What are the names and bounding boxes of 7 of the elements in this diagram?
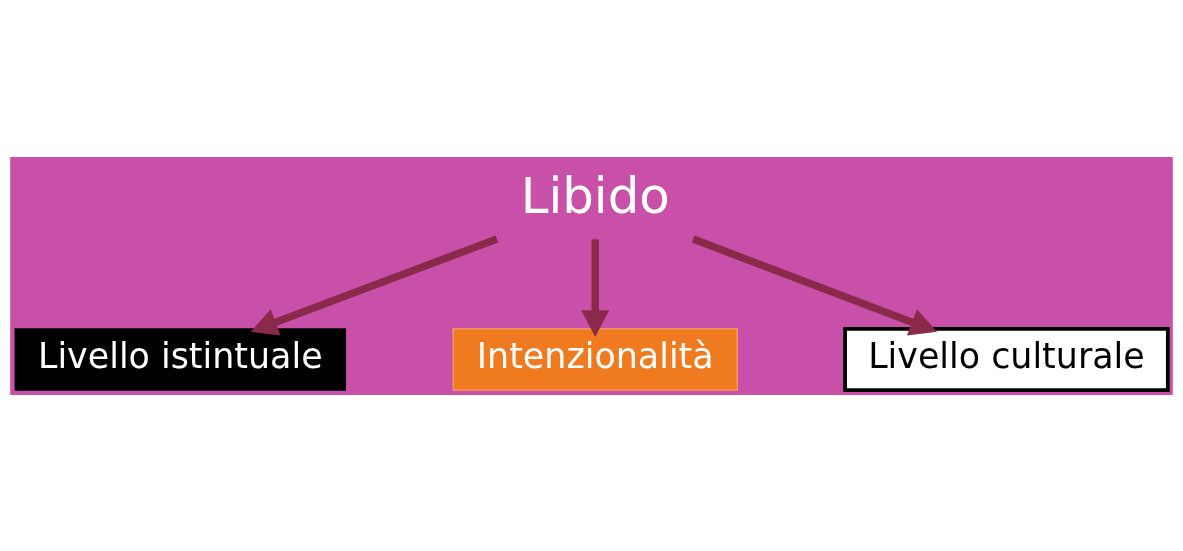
arrow xyxy=(691,235,937,335)
node-box: Livello culturale xyxy=(843,326,1170,392)
arrow xyxy=(250,234,499,335)
node-box: Intenzionalità xyxy=(452,327,738,391)
node-text: Libido xyxy=(520,166,670,225)
arrow xyxy=(581,238,610,337)
node-box: Livello istintuale xyxy=(14,327,347,391)
